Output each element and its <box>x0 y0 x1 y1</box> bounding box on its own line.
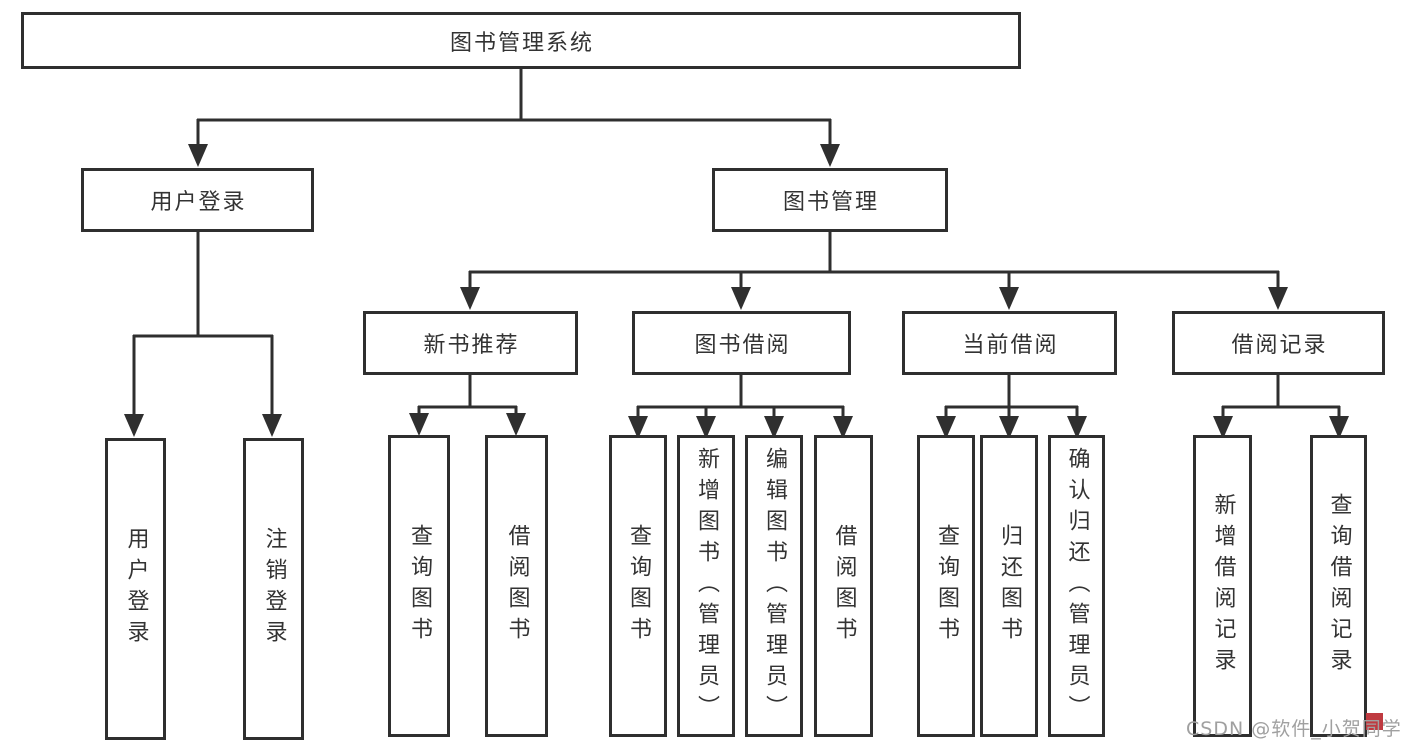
watermark-accent-square <box>1366 713 1383 730</box>
leaf-bb-borrow-books: 借阅图书 <box>814 435 873 737</box>
watermark-text: CSDN @软件_小贺同学 <box>1186 718 1402 740</box>
leaf-br-add-borrow-record: 新增借阅记录 <box>1193 435 1252 737</box>
leaf-bb-add-books-admin: 新增图书（管理员） <box>677 435 735 737</box>
node-root-library-system: 图书管理系统 <box>21 12 1021 69</box>
node-new-book-recommend: 新书推荐 <box>363 311 578 375</box>
leaf-br-query-borrow-record: 查询借阅记录 <box>1310 435 1367 737</box>
leaf-bb-query-books: 查询图书 <box>609 435 667 737</box>
leaf-cb-query-books: 查询图书 <box>917 435 975 737</box>
leaf-nbr-borrow-books: 借阅图书 <box>485 435 548 737</box>
leaf-logout-login: 注销登录 <box>243 438 304 740</box>
node-current-borrow: 当前借阅 <box>902 311 1117 375</box>
node-book-management: 图书管理 <box>712 168 948 232</box>
node-book-borrow: 图书借阅 <box>632 311 851 375</box>
node-user-login: 用户登录 <box>81 168 314 232</box>
node-borrow-records: 借阅记录 <box>1172 311 1385 375</box>
leaf-nbr-query-books: 查询图书 <box>388 435 450 737</box>
leaf-cb-confirm-return-admin: 确认归还（管理员） <box>1048 435 1105 737</box>
leaf-user-login: 用户登录 <box>105 438 166 740</box>
leaf-bb-edit-books-admin: 编辑图书（管理员） <box>745 435 803 737</box>
leaf-cb-return-books: 归还图书 <box>980 435 1038 737</box>
